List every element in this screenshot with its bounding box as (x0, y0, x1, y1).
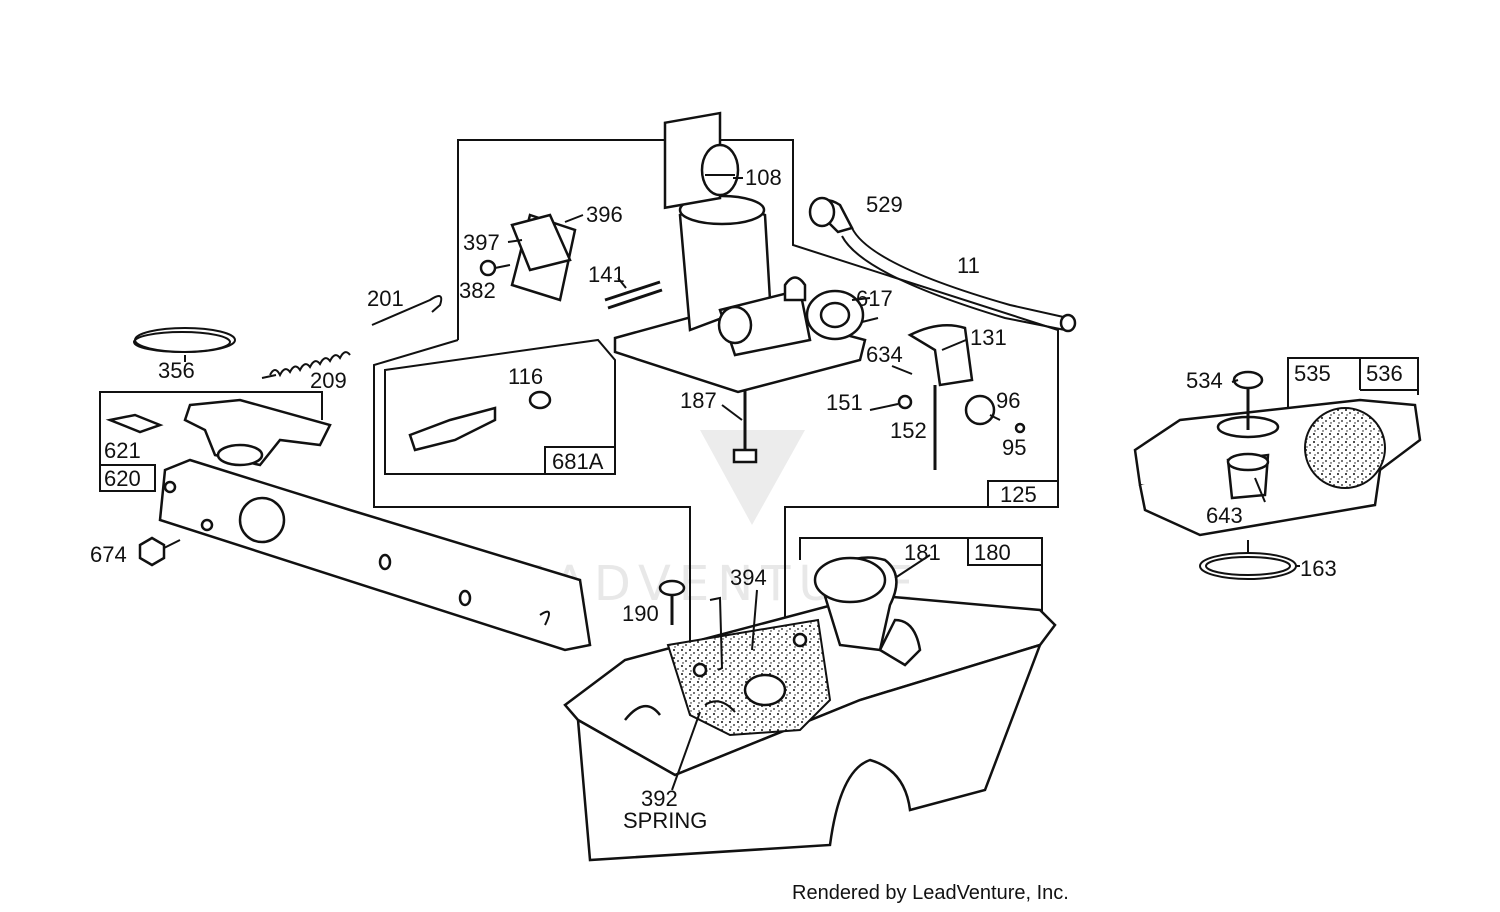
callout-534: 534 (1186, 368, 1223, 393)
callout-643: 643 (1206, 503, 1243, 528)
part-674-screw (138, 536, 181, 567)
boxed-labels: 681A 125 620 180 535 536 (104, 361, 1403, 565)
callout-labels: 108 396 397 382 141 201 529 11 617 131 6… (90, 165, 1337, 833)
credit-text: Rendered by LeadVenture, Inc. (792, 882, 1069, 904)
callout-190: 190 (622, 601, 659, 626)
callout-209: 209 (310, 368, 347, 393)
callout-382: 382 (459, 278, 496, 303)
callout-392: 392 (641, 786, 678, 811)
box-681a-outline (384, 338, 616, 475)
control-bracket-outline (99, 391, 323, 492)
part-356-ring (133, 327, 236, 353)
box-label-681a: 681A (552, 449, 604, 474)
callout-96: 96 (996, 388, 1020, 413)
callout-674: 674 (90, 542, 127, 567)
callout-131: 131 (970, 325, 1007, 350)
box-label-125: 125 (1000, 482, 1037, 507)
fuel-line (808, 196, 1077, 333)
carburetor-body (613, 111, 867, 394)
air-cleaner-outline (1287, 357, 1419, 412)
part-190-screw (658, 579, 686, 625)
carburetor-group-outline (373, 139, 1059, 760)
callout-141: 141 (588, 262, 625, 287)
part-392-spring-wire (704, 596, 736, 713)
callout-108: 108 (745, 165, 782, 190)
box-label-620: 620 (104, 466, 141, 491)
callout-152: 152 (890, 418, 927, 443)
callout-95: 95 (1002, 435, 1026, 460)
callout-11: 11 (957, 253, 980, 278)
air-cleaner-housing (1133, 370, 1422, 537)
control-lever (183, 398, 332, 467)
callout-spring: SPRING (623, 808, 707, 833)
box-label-536: 536 (1366, 361, 1403, 386)
part-187-bolt (732, 390, 758, 464)
fuel-tank-outline (799, 537, 1043, 615)
leader-lines (184, 177, 1300, 791)
callout-187: 187 (680, 388, 717, 413)
part-621-clip (105, 413, 164, 434)
part-141 (604, 280, 663, 310)
callout-181: 181 (904, 540, 941, 565)
callout-617: 617 (856, 286, 893, 311)
callout-116: 116 (508, 364, 543, 389)
callout-394: 394 (730, 565, 767, 590)
callout-356: 356 (158, 358, 195, 383)
callout-201: 201 (367, 286, 404, 311)
box-label-180: 180 (974, 540, 1011, 565)
part-201 (371, 295, 443, 326)
callout-634: 634 (866, 342, 903, 367)
part-681a-needle (408, 390, 552, 452)
callout-151: 151 (826, 390, 863, 415)
callout-529: 529 (866, 192, 903, 217)
parts-396-397 (479, 213, 577, 302)
part-209-spring (269, 351, 351, 378)
callout-163: 163 (1300, 556, 1337, 581)
box-label-535: 535 (1294, 361, 1331, 386)
callout-621: 621 (104, 438, 141, 463)
callout-397: 397 (463, 230, 500, 255)
part-163-ring (1199, 540, 1297, 580)
part-394-gasket (666, 618, 832, 737)
part-634-131-choke (869, 323, 1026, 470)
control-bracket-plate (158, 458, 592, 652)
callout-396: 396 (586, 202, 623, 227)
